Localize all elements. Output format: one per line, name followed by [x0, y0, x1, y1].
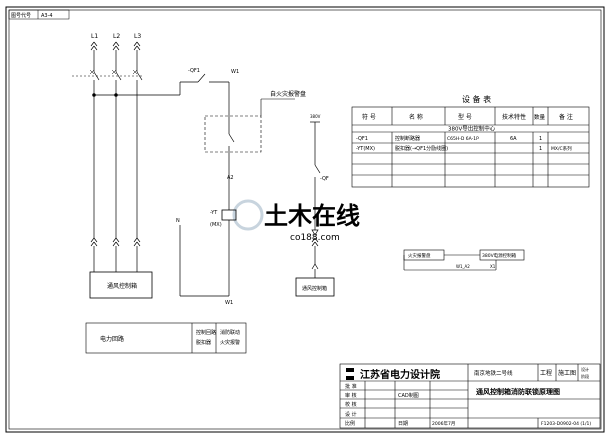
drawing-inner-frame	[8, 9, 602, 430]
watermark: 土木在线 co188.com	[232, 199, 360, 243]
equipment-table-title: 设 备 表	[462, 94, 491, 104]
table-cell-r2-c6: MX/C系列	[551, 145, 572, 152]
neutral-label: N	[176, 218, 180, 224]
corner-tag-code: 图号代号	[11, 12, 31, 19]
w1-a2-label: W1_A2	[456, 264, 470, 269]
corner-tag: 图号代号 A3-4	[8, 9, 70, 20]
a2-label: A2	[227, 175, 234, 181]
control-circuit	[94, 73, 295, 297]
signal-link	[403, 249, 525, 271]
drawing-number: F1203-D0902-04 (1/1)	[541, 421, 591, 427]
title-block: 江苏省电力设计院 南京地铁二号线 工程 施工图 设计 阶段 批 准 审 核 校 …	[339, 363, 601, 429]
cad-label: CAD制图	[398, 392, 419, 399]
table-cell-r1-c2: 控制断路器	[395, 135, 420, 142]
mx-label: (MX)	[210, 222, 222, 228]
table-cell-r2-c2: 脱扣器(→QF1分励线圈)	[395, 145, 448, 152]
table-header-remark: 备 注	[559, 113, 573, 121]
equipment-table: 设 备 表 符 号 名 称 型 号 技术特性 数量 备 注 380V导出控制中心	[351, 94, 590, 188]
fire-box-label: 通风控制箱	[302, 285, 327, 292]
legend-power-circuit: 电力回路	[100, 335, 124, 343]
corner-tag-size: A3-4	[41, 13, 53, 19]
scale-label: 比例	[345, 420, 355, 427]
ventilation-cabinet-label: 通风控制箱	[107, 282, 137, 290]
table-cell-r1-c4: 6A	[510, 136, 517, 142]
fire-alarm-box-label: 火灾报警盘	[408, 252, 431, 259]
legend-fire-linkage: 消防联动	[220, 329, 240, 336]
row-label-review: 审 核	[345, 392, 357, 399]
qf-label: -QF	[320, 176, 329, 182]
drawing-title: 通风控制箱消防联锁原理图	[476, 387, 560, 396]
table-header-name: 名 称	[409, 113, 423, 121]
phase-label-l3: L3	[134, 33, 141, 40]
yt-label: -YT	[210, 210, 218, 216]
table-header-spec: 技术特性	[502, 113, 526, 121]
table-section-title: 380V导出控制中心	[448, 125, 496, 133]
row-label-approve: 批 准	[345, 383, 357, 390]
company-name: 江苏省电力设计院	[360, 368, 440, 381]
watermark-name: 土木在线	[264, 202, 360, 230]
date-label: 日期	[398, 421, 408, 427]
stage-small-1: 设计	[581, 366, 589, 372]
ventilation-cabinet-box: 通风控制箱	[89, 271, 153, 299]
power-circuit: L1 L2 L3	[72, 33, 143, 272]
fire-linkage-label: 自火灾报警盘	[270, 90, 306, 98]
circuit-legend: 电力回路 控制回路 脱扣器 消防联动 火灾报警	[85, 322, 247, 354]
table-cell-r2-c1: -YT(MX)	[356, 146, 375, 152]
drawing-frame	[5, 6, 605, 433]
table-header-symbol: 符 号	[362, 113, 376, 121]
table-cell-r1-c1: -QF1	[356, 136, 368, 142]
legend-trip-coil: 脱扣器	[196, 339, 211, 346]
legend-control-circuit: 控制回路	[196, 329, 216, 336]
x1-label: X1	[490, 264, 496, 269]
table-header-model: 型 号	[458, 113, 472, 121]
project-name: 南京地铁二号线	[474, 369, 513, 377]
row-label-design: 设 计	[345, 411, 357, 418]
row-label-check: 校 核	[345, 401, 357, 408]
table-cell-r1-c5: 1	[539, 136, 542, 142]
stage-label: 工程	[540, 369, 552, 377]
qf1-label: -QF1	[188, 68, 200, 74]
w1-bottom-label: W1	[225, 300, 233, 306]
date-value: 2006年7月	[432, 420, 455, 427]
phase-label-l2: L2	[113, 33, 120, 40]
signal-box-label: 380V电源控制箱	[482, 252, 517, 259]
branch-380v	[295, 121, 335, 297]
phase-label-l1: L1	[91, 33, 98, 40]
legend-fire-alarm: 火灾报警	[220, 339, 240, 346]
table-cell-r1-c3: C65H-D 6A-1P	[447, 136, 479, 142]
table-header-qty: 数量	[534, 113, 546, 121]
table-cell-r2-c5: 1	[539, 146, 542, 152]
company-logo-icon	[346, 368, 354, 380]
w1-top-label: W1	[231, 69, 239, 75]
v380-label: 380V	[310, 114, 321, 119]
stage-value: 施工图	[558, 369, 576, 377]
stage-small-2: 阶段	[581, 373, 589, 379]
